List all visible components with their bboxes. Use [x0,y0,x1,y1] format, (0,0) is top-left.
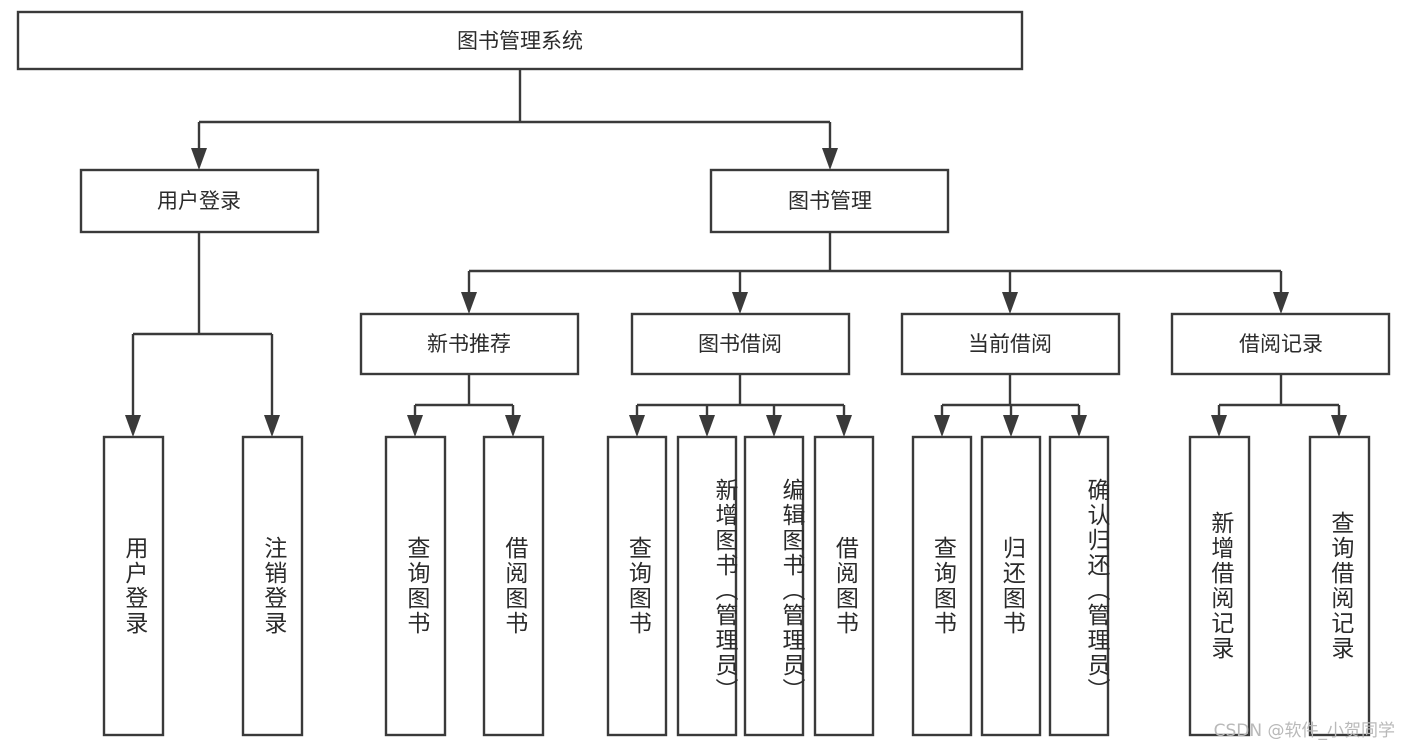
node-box-root[interactable] [16,10,1024,71]
arrow-user-login [191,148,207,170]
arrow-book-borrow [732,292,748,314]
node-box-leaf-return-book[interactable] [980,435,1042,737]
node-boxes [16,10,1391,737]
node-box-leaf-add-book[interactable] [676,435,738,737]
connectors-borrow-record [1211,374,1347,437]
label-new-book-rec: 新书推荐 [427,332,511,356]
arrow-leaf-user-login [125,415,141,437]
arrow-leaf-query-book-cur [934,415,950,437]
arrow-leaf-edit-book [766,415,782,437]
arrow-leaf-borrow-book-rec [505,415,521,437]
arrow-leaf-add-record [1211,415,1227,437]
node-box-user-login[interactable] [79,168,320,234]
connectors-book-borrow [629,374,852,437]
node-box-leaf-confirm-return[interactable] [1048,435,1110,737]
node-box-book-borrow[interactable] [630,312,851,376]
label-user-login: 用户登录 [157,189,241,213]
node-box-new-book-rec[interactable] [359,312,580,376]
label-book-borrow: 图书借阅 [698,332,782,356]
node-box-leaf-borrow-book-rec[interactable] [482,435,545,737]
connectors-book-manage [461,232,1289,314]
arrow-leaf-confirm-return [1071,415,1087,437]
label-root: 图书管理系统 [457,29,583,53]
node-labels-horizontal: 图书管理系统 用户登录 图书管理 新书推荐 图书借阅 当前借阅 借阅记录 [157,29,1323,356]
node-box-current-borrow[interactable] [900,312,1121,376]
arrow-current-borrow [1002,292,1018,314]
arrow-leaf-borrow-book [836,415,852,437]
node-box-book-manage[interactable] [709,168,950,234]
node-box-leaf-user-login[interactable] [102,435,165,737]
arrow-leaf-query-book-rec [407,415,423,437]
connectors-root [191,69,838,170]
node-box-borrow-record[interactable] [1170,312,1391,376]
node-box-leaf-query-book-borrow[interactable] [606,435,668,737]
connectors-user-login [125,232,280,437]
arrow-leaf-query-book-borrow [629,415,645,437]
node-box-leaf-add-record[interactable] [1188,435,1251,737]
node-box-leaf-logout[interactable] [241,435,304,737]
node-box-leaf-query-book-cur[interactable] [911,435,973,737]
connectors-new-book-rec [407,374,521,437]
connectors-current-borrow [934,374,1087,437]
label-book-manage: 图书管理 [788,189,872,213]
node-box-leaf-edit-book[interactable] [743,435,805,737]
label-borrow-record: 借阅记录 [1239,332,1323,356]
node-box-leaf-borrow-book[interactable] [813,435,875,737]
arrow-leaf-logout [264,415,280,437]
node-box-leaf-query-record[interactable] [1308,435,1371,737]
arrow-borrow-record [1273,292,1289,314]
arrow-leaf-add-book [699,415,715,437]
node-box-leaf-query-book-rec[interactable] [384,435,447,737]
arrow-new-book-rec [461,292,477,314]
arrow-leaf-query-record [1331,415,1347,437]
arrow-book-manage [822,148,838,170]
arrow-leaf-return-book [1003,415,1019,437]
csdn-watermark: CSDN @软件_小贺同学 [1213,721,1395,741]
label-current-borrow: 当前借阅 [968,332,1052,356]
